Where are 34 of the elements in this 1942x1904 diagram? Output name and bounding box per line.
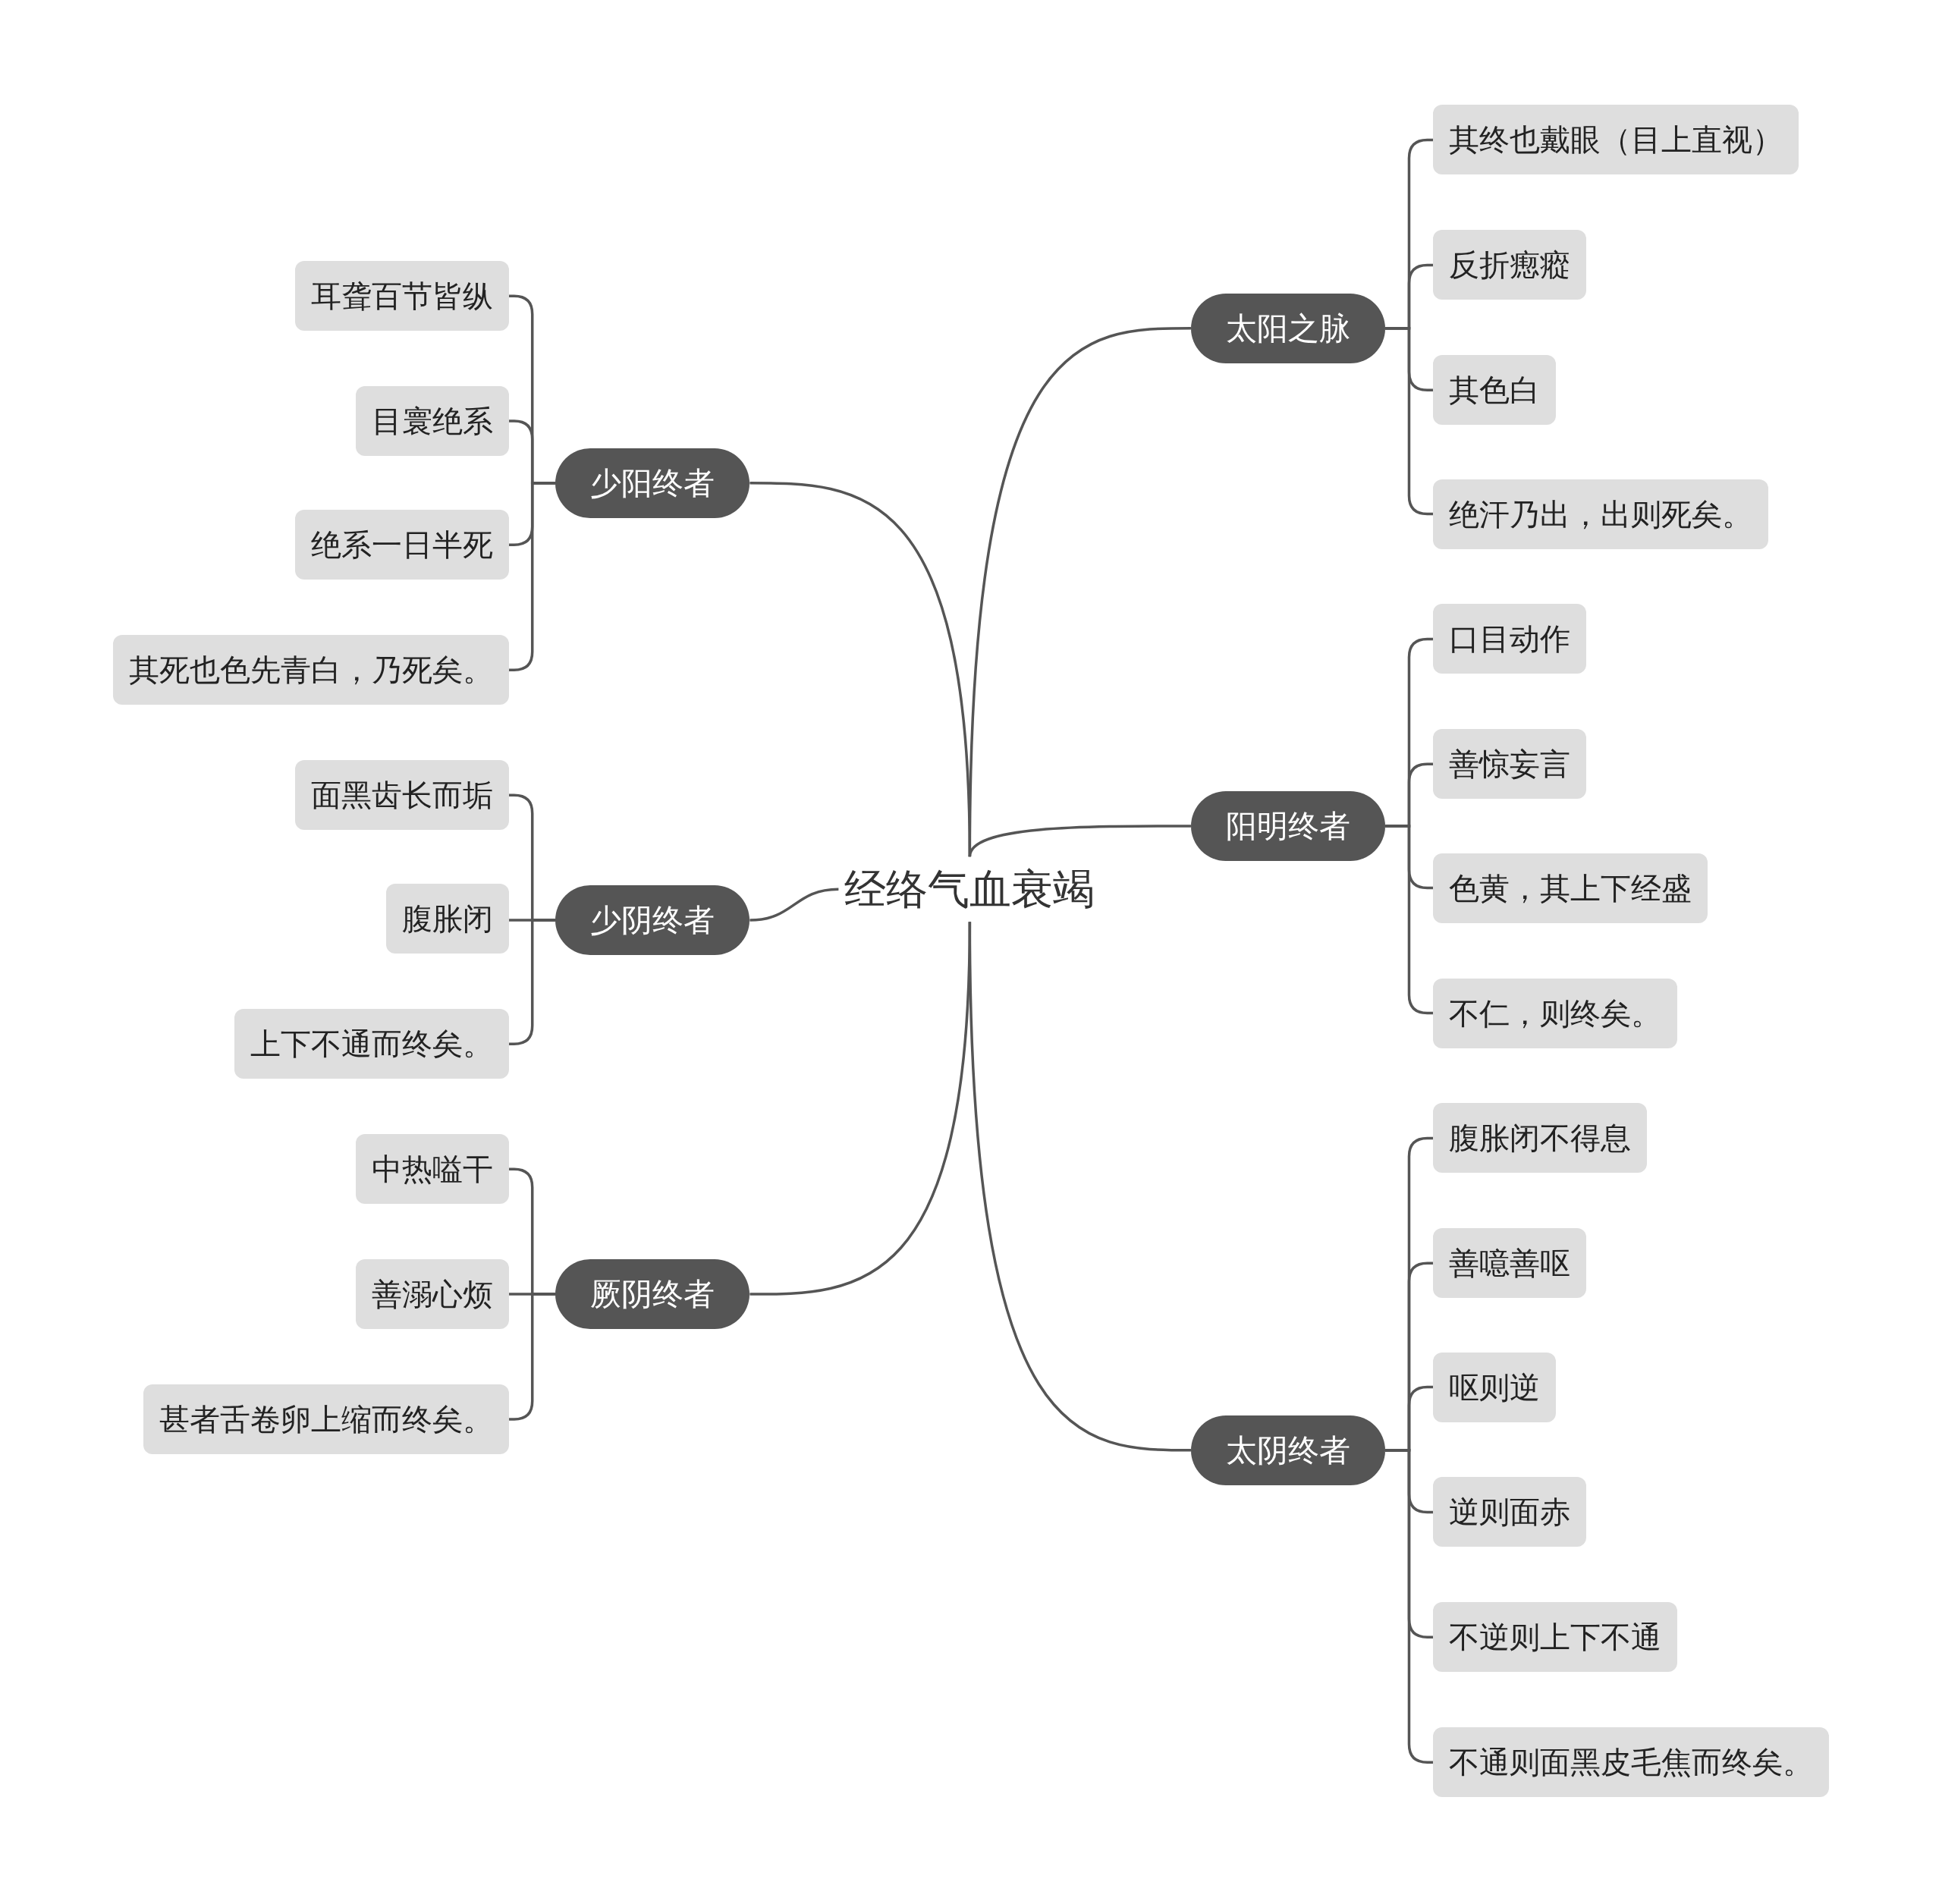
subtopic-box: 耳聋百节皆纵 <box>295 261 509 331</box>
subtopic-box: 其终也戴眼（目上直视） <box>1432 105 1799 175</box>
topic-pill: 厥阴终者 <box>555 1259 750 1330</box>
subtopic-box: 绝汗乃出，出则死矣。 <box>1432 479 1768 549</box>
topic-pill: 少阴终者 <box>555 885 750 956</box>
subtopic-box: 腹胀闭 <box>386 884 509 954</box>
subtopic-box: 腹胀闭不得息 <box>1432 1103 1647 1174</box>
subtopic-box: 色黄，其上下经盛 <box>1432 853 1708 923</box>
subtopic-box: 逆则面赤 <box>1432 1477 1586 1547</box>
subtopic-box: 其死也色先青白，乃死矣。 <box>113 635 509 705</box>
connector-line <box>749 888 839 922</box>
subtopic-box: 呕则逆 <box>1432 1352 1556 1422</box>
topic-pill: 阳明终者 <box>1190 790 1385 861</box>
subtopic-box: 反折瘛瘲 <box>1432 230 1586 300</box>
subtopic-box: 上下不通而终矣。 <box>234 1009 509 1079</box>
connector-line <box>749 482 972 857</box>
central-topic: 经络气血衰竭 <box>838 859 1101 919</box>
subtopic-box: 不通则面黑皮毛焦而终矣。 <box>1432 1727 1829 1798</box>
topic-pill: 少阳终者 <box>555 448 750 518</box>
subtopic-box: 目寰绝系 <box>356 386 509 457</box>
subtopic-box: 善惊妄言 <box>1432 729 1586 800</box>
subtopic-box: 善溺心烦 <box>356 1259 509 1330</box>
subtopic-box: 其色白 <box>1432 355 1556 426</box>
connector-line <box>749 922 972 1296</box>
subtopic-box: 不逆则上下不通 <box>1432 1602 1677 1673</box>
topic-pill: 太阴终者 <box>1190 1415 1385 1485</box>
subtopic-box: 甚者舌卷卵上缩而终矣。 <box>143 1384 509 1454</box>
subtopic-box: 口目动作 <box>1432 604 1586 674</box>
subtopic-box: 中热嗌干 <box>356 1134 509 1205</box>
topic-pill: 太阳之脉 <box>1190 293 1385 363</box>
subtopic-box: 面黑齿长而垢 <box>295 760 509 831</box>
subtopic-box: 不仁，则终矣。 <box>1432 978 1677 1048</box>
subtopic-box: 善噫善呕 <box>1432 1228 1586 1299</box>
subtopic-box: 绝系一日半死 <box>295 510 509 580</box>
